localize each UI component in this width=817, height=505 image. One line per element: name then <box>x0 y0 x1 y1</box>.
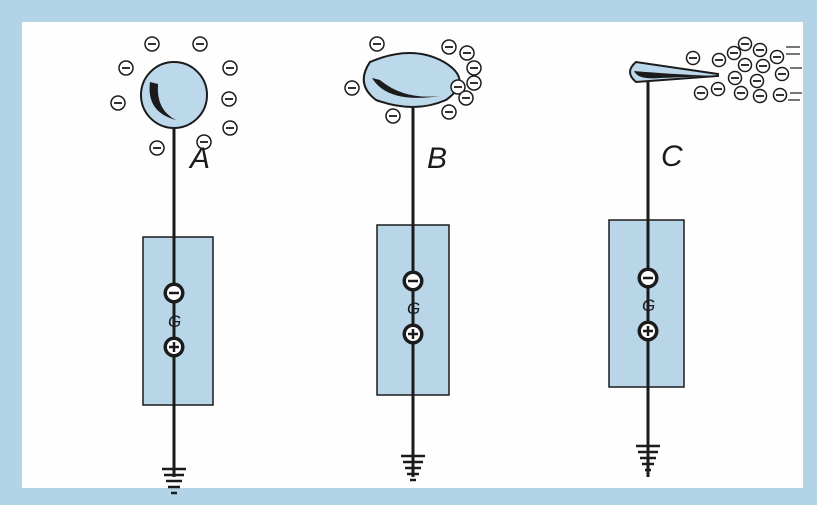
plus-circle-icon <box>402 323 424 345</box>
electron-icon <box>458 90 474 106</box>
electron-icon <box>344 80 360 96</box>
sphere-shading <box>149 82 176 120</box>
electron-icon <box>466 75 482 91</box>
electrons <box>344 36 482 124</box>
conductor-label: A <box>188 142 210 175</box>
point-shading <box>634 71 714 79</box>
electron-icon <box>196 134 212 150</box>
plus-circle-icon <box>637 320 659 342</box>
electrons <box>685 36 790 104</box>
electron-icon <box>441 104 457 120</box>
conductor-c: C G <box>608 36 802 477</box>
teardrop-body <box>362 52 461 108</box>
electron-icon <box>459 45 475 61</box>
electron-icon <box>192 36 208 52</box>
generator-label: G <box>407 299 420 318</box>
sphere-body <box>140 61 208 129</box>
generator-label: G <box>168 312 181 331</box>
electron-icon <box>222 60 238 76</box>
minus-circle-icon <box>402 270 424 292</box>
electron-icon <box>466 60 482 76</box>
electron-icon <box>385 108 401 124</box>
minus-circle-icon <box>637 267 659 289</box>
electron-icon <box>221 91 237 107</box>
electron-icon <box>752 42 768 58</box>
generator-label: G <box>642 296 655 315</box>
electron-icon <box>144 36 160 52</box>
electron-icon <box>755 58 771 74</box>
electron-icon <box>737 36 753 52</box>
electron-icon <box>727 70 743 86</box>
ground-icon <box>401 454 425 482</box>
electron-icon <box>711 52 727 68</box>
electron-icon <box>772 87 788 103</box>
electron-icon <box>118 60 134 76</box>
electron-icon <box>369 36 385 52</box>
electron-icon <box>733 85 749 101</box>
teardrop-shading <box>372 78 440 98</box>
electron-icon <box>769 49 785 65</box>
electron-icon <box>222 120 238 136</box>
electron-icon <box>774 66 790 82</box>
motion-lines <box>786 46 802 101</box>
electron-icon <box>110 95 126 111</box>
electrons <box>110 36 238 156</box>
electron-icon <box>737 57 753 73</box>
plus-circle-icon <box>163 336 185 358</box>
electron-icon <box>450 79 466 95</box>
ground-icon <box>162 467 186 495</box>
ground-icon <box>636 444 660 472</box>
electron-icon <box>752 88 768 104</box>
minus-circle-icon <box>163 282 185 304</box>
electron-icon <box>693 85 709 101</box>
conductor-label: B <box>427 142 447 175</box>
conductor-label: C <box>661 140 683 173</box>
electron-icon <box>685 50 701 66</box>
conductor-a: A G <box>110 36 238 495</box>
electron-icon <box>726 45 742 61</box>
generator-box <box>142 236 214 406</box>
conductor-b: B G <box>344 36 482 482</box>
electron-icon <box>149 140 165 156</box>
electron-icon <box>749 73 765 89</box>
electron-icon <box>710 81 726 97</box>
electron-icon <box>441 39 457 55</box>
